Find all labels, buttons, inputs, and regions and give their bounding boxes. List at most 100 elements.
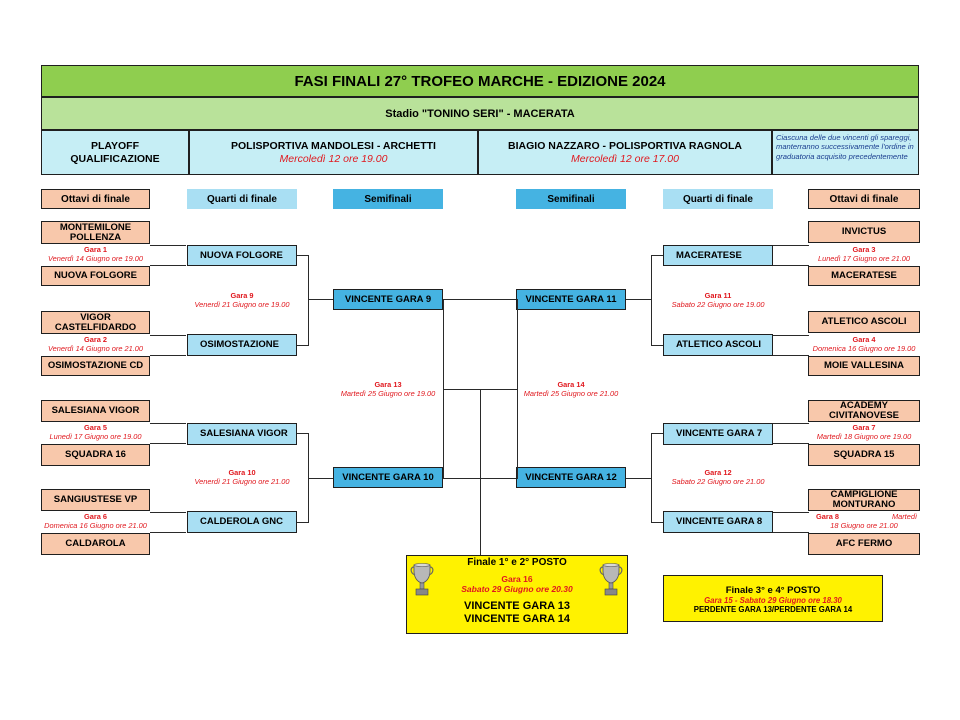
bracket-line (773, 443, 809, 444)
r16-team: AFC FERMO (808, 533, 920, 555)
bracket-line (517, 299, 518, 479)
playoff-note-text: Ciascuna delle due vincenti gli spareggi… (776, 133, 914, 161)
team-name: NUOVA FOLGORE (200, 249, 283, 261)
game-number: Gara 3 (852, 245, 876, 254)
sf-team: VINCENTE GARA 11 (516, 289, 626, 310)
game-number: Gara 1 (83, 245, 107, 254)
bracket-line (150, 355, 186, 356)
bracket-line (308, 255, 309, 346)
game-date: Lunedì 17 Giugno ore 21.00 (817, 254, 911, 264)
bracket-line (150, 512, 186, 513)
game-date: Sabato 22 Giugno ore 19.00 (671, 300, 765, 310)
label-quarti-right: Quarti di finale (663, 189, 773, 209)
bracket-line (773, 265, 809, 266)
bracket-line (297, 255, 309, 256)
bracket-line (626, 478, 651, 479)
game-date: Domenica 16 Giugno ore 19.00 (812, 344, 916, 354)
team-name: INVICTUS (841, 226, 887, 238)
team-name: ATLETICO ASCOLI (676, 339, 761, 351)
game-info-gara-5: Gara 5 Lunedì 17 Giugno ore 19.00 (41, 423, 150, 443)
r16-team: SQUADRA 15 (808, 444, 920, 466)
sf-team: VINCENTE GARA 9 (333, 289, 443, 310)
bracket-line (297, 433, 309, 434)
r16-team: VIGOR CASTELFIDARDO (41, 311, 150, 334)
team-name: MOIE VALLESINA (823, 360, 905, 372)
qf-team: NUOVA FOLGORE (187, 245, 297, 266)
bracket-line (651, 522, 663, 523)
bracket-line (651, 255, 663, 256)
third-title: Finale 3° e 4° POSTO (725, 585, 821, 596)
bracket-line (150, 335, 186, 336)
r16-team: SQUADRA 16 (41, 444, 150, 466)
bracket-line (443, 478, 480, 479)
third-place-box: Finale 3° e 4° POSTO Gara 15 - Sabato 29… (663, 575, 883, 622)
playoff-match-2: BIAGIO NAZZARO - POLISPORTIVA RAGNOLA Me… (478, 130, 772, 175)
game-info-gara-9: Gara 9 Venerdì 21 Giugno ore 19.00 (187, 291, 297, 311)
label-text: Quarti di finale (206, 193, 277, 205)
r16-team: INVICTUS (808, 221, 920, 243)
label-text: Ottavi di finale (829, 193, 899, 205)
game-info-gara-8: Gara 8 Martedì 18 Giugno ore 21.00 (808, 512, 920, 532)
team-name: MACERATESE (676, 249, 742, 261)
bracket-line (773, 512, 809, 513)
team-name: SQUADRA 16 (65, 449, 126, 461)
bracket-line (480, 389, 518, 390)
bracket-line (443, 389, 481, 390)
game-info-gara-1: Gara 1 Venerdì 14 Giugno ore 19.00 (41, 245, 150, 265)
game-number: Gara 12 (704, 468, 732, 477)
team-name: VIGOR CASTELFIDARDO (54, 311, 137, 333)
game-date: Venerdì 14 Giugno ore 19.00 (47, 254, 144, 264)
trophy-icon (409, 562, 435, 598)
bracket-line (150, 265, 186, 266)
game-date: Venerdì 21 Giugno ore 21.00 (194, 477, 290, 487)
bracket-line (297, 345, 309, 346)
final-box: Finale 1° e 2° POSTO Gara 16 Sabato 29 G… (406, 555, 628, 634)
game-number: Gara 2 (83, 335, 107, 344)
final-team-1: VINCENTE GARA 13 (464, 600, 570, 612)
r16-team: ATLETICO ASCOLI (808, 311, 920, 333)
bracket-line (308, 299, 333, 300)
bracket-line (150, 443, 186, 444)
sf-team: VINCENTE GARA 10 (333, 467, 443, 488)
playoff-label-1: PLAYOFF (90, 139, 140, 152)
team-name: SQUADRA 15 (833, 449, 895, 461)
team-name: ACADEMY CIVITANOVESE (828, 400, 900, 421)
team-name: ATLETICO ASCOLI (821, 316, 907, 328)
r16-team: MOIE VALLESINA (808, 356, 920, 376)
label-ottavi-left: Ottavi di finale (41, 189, 150, 209)
team-name: VINCENTE GARA 11 (525, 293, 617, 305)
game-info-gara-3: Gara 3 Lunedì 17 Giugno ore 21.00 (808, 245, 920, 265)
game-number: Gara 14 (557, 380, 585, 389)
bracket-line (651, 345, 663, 346)
bracket-line (773, 245, 809, 246)
label-text: Semifinali (547, 193, 595, 205)
qf-team: VINCENTE GARA 7 (663, 423, 773, 445)
team-name: MACERATESE (831, 270, 897, 282)
playoff-match-2-time: Mercoledì 12 ore 17.00 (571, 152, 679, 165)
game-date: Domenica 16 Giugno ore 21.00 (44, 521, 147, 531)
game-number: Gara 13 (374, 380, 402, 389)
playoff-label-2: QUALIFICAZIONE (70, 152, 160, 165)
bracket-line (443, 389, 444, 479)
game-date: Martedì 25 Giugno ore 21.00 (523, 389, 619, 399)
playoff-match-2-teams: BIAGIO NAZZARO - POLISPORTIVA RAGNOLA (508, 140, 742, 153)
game-info-gara-6: Gara 6 Domenica 16 Giugno ore 21.00 (41, 512, 150, 532)
qf-team: CALDEROLA GNC (187, 511, 297, 533)
game-line: Gara 8 Martedì (808, 512, 920, 521)
trophy-icon (598, 562, 624, 598)
stadium-text: Stadio "TONINO SERI" - MACERATA (385, 107, 575, 120)
game-number: Gara 6 (83, 512, 107, 521)
game-number: Gara 8 (816, 512, 840, 521)
game-info-gara-12: Gara 12 Sabato 22 Giugno ore 21.00 (663, 468, 773, 488)
team-name: SANGIUSTESE VP (53, 494, 138, 506)
sf-team: VINCENTE GARA 12 (516, 467, 626, 488)
bracket-line (773, 423, 809, 424)
game-date: Martedì 25 Giugno ore 19.00 (340, 389, 436, 399)
label-semi-right: Semifinali (516, 189, 626, 209)
game-number: Gara 4 (852, 335, 876, 344)
bracket-line (150, 423, 186, 424)
game-info-gara-11: Gara 11 Sabato 22 Giugno ore 19.00 (663, 291, 773, 311)
bracket-line (651, 433, 663, 434)
team-name: VINCENTE GARA 9 (344, 293, 432, 305)
team-name: MONTEMILONE POLLENZA (59, 221, 132, 243)
